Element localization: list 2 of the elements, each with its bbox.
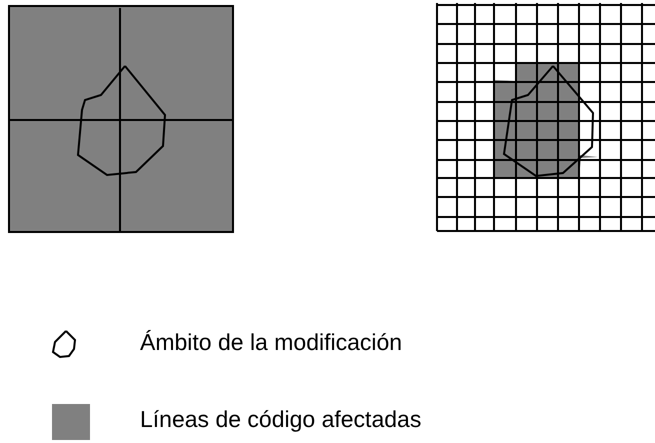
legend-label: Ámbito de la modificación — [140, 331, 402, 354]
legend-label: Líneas de código afectadas — [140, 408, 422, 431]
